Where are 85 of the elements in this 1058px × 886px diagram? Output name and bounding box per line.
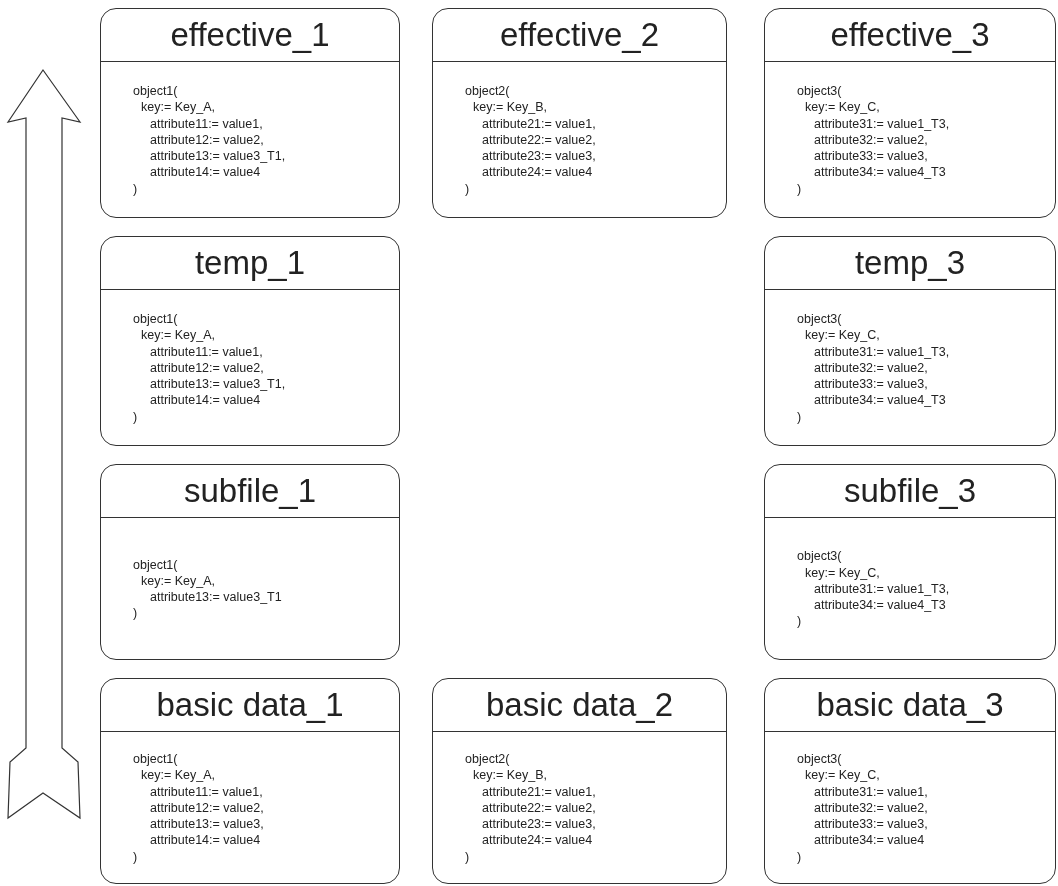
code-line: attribute22:= value2, <box>482 799 596 817</box>
record-box <box>100 8 400 218</box>
code-line: attribute11:= value1, <box>150 115 263 132</box>
code-line: attribute24:= value4 <box>482 164 593 181</box>
code-line: key:= Key_C, <box>805 564 880 581</box>
box-title: basic data_2 <box>433 679 726 732</box>
box-title: temp_3 <box>765 237 1055 290</box>
box-title: subfile_3 <box>765 465 1055 518</box>
code-line: attribute11:= value1, <box>150 343 263 360</box>
code-line: key:= Key_A, <box>141 767 215 784</box>
code-line: ) <box>797 408 802 425</box>
code-line: object1( <box>133 556 178 573</box>
code-line: object2( <box>465 83 510 100</box>
code-line: ) <box>133 408 138 425</box>
record-box <box>432 678 727 884</box>
code-line: object1( <box>133 311 178 328</box>
record-box <box>764 8 1056 218</box>
code-line: attribute32:= value2, <box>814 799 928 817</box>
record-box <box>100 236 400 446</box>
code-line: attribute13:= value3_T1, <box>150 376 286 393</box>
code-line: attribute23:= value3, <box>482 148 596 165</box>
code-line: attribute34:= value4_T3 <box>814 392 946 409</box>
code-line: attribute31:= value1_T3, <box>814 580 950 598</box>
code-line: attribute14:= value4 <box>150 832 261 849</box>
box-title: basic data_3 <box>765 679 1055 732</box>
code-line: attribute13:= value3_T1, <box>150 148 286 165</box>
code-line: key:= Key_A, <box>141 572 215 589</box>
code-line: attribute21:= value1, <box>482 115 596 132</box>
code-line: attribute23:= value3, <box>482 816 596 833</box>
code-line: attribute21:= value1, <box>482 783 596 800</box>
code-line: key:= Key_B, <box>473 99 547 116</box>
code-line: attribute34:= value4 <box>814 832 925 849</box>
code-line: attribute14:= value4 <box>150 164 261 181</box>
code-line: key:= Key_A, <box>141 327 215 344</box>
code-line: attribute33:= value3, <box>814 376 928 393</box>
code-line: attribute34:= value4_T3 <box>814 164 946 181</box>
code-line: attribute12:= value2, <box>150 799 264 817</box>
box-title: effective_3 <box>765 9 1055 62</box>
code-line: ) <box>133 180 138 197</box>
code-line: attribute32:= value2, <box>814 131 928 149</box>
record-box <box>100 678 400 884</box>
code-line: attribute12:= value2, <box>150 359 264 377</box>
code-line: object1( <box>133 83 178 100</box>
code-line: attribute22:= value2, <box>482 131 596 149</box>
box-title: effective_2 <box>433 9 726 62</box>
record-box <box>764 236 1056 446</box>
code-line: key:= Key_C, <box>805 327 880 344</box>
code-line: attribute24:= value4 <box>482 832 593 849</box>
code-line: attribute13:= value3, <box>150 816 264 833</box>
code-line: attribute13:= value3_T1 <box>150 589 282 606</box>
code-line: ) <box>133 605 138 622</box>
code-line: key:= Key_A, <box>141 99 215 116</box>
code-line: attribute14:= value4 <box>150 392 261 409</box>
code-line: key:= Key_C, <box>805 99 880 116</box>
code-line: attribute32:= value2, <box>814 359 928 377</box>
code-line: key:= Key_B, <box>473 767 547 784</box>
code-line: object2( <box>465 751 510 768</box>
code-line: attribute12:= value2, <box>150 131 264 149</box>
code-line: attribute31:= value1, <box>814 783 928 800</box>
code-line: ) <box>797 848 802 865</box>
code-line: object3( <box>797 311 842 328</box>
box-title: effective_1 <box>101 9 399 62</box>
code-line: object1( <box>133 751 178 768</box>
record-box <box>764 464 1056 660</box>
record-box <box>432 8 727 218</box>
code-line: key:= Key_C, <box>805 767 880 784</box>
box-title: temp_1 <box>101 237 399 290</box>
record-box <box>764 678 1056 884</box>
box-title: basic data_1 <box>101 679 399 732</box>
code-line: attribute33:= value3, <box>814 148 928 165</box>
code-line: ) <box>465 848 470 865</box>
box-title: subfile_1 <box>101 465 399 518</box>
code-line: object3( <box>797 548 842 565</box>
code-line: attribute34:= value4_T3 <box>814 597 946 614</box>
code-line: object3( <box>797 83 842 100</box>
code-line: attribute33:= value3, <box>814 816 928 833</box>
code-line: attribute11:= value1, <box>150 783 263 800</box>
code-line: object3( <box>797 751 842 768</box>
code-line: ) <box>797 180 802 197</box>
code-line: ) <box>797 613 802 630</box>
code-line: attribute31:= value1_T3, <box>814 115 950 132</box>
code-line: ) <box>133 848 138 865</box>
code-line: ) <box>465 180 470 197</box>
record-box <box>100 464 400 660</box>
code-line: attribute31:= value1_T3, <box>814 343 950 360</box>
